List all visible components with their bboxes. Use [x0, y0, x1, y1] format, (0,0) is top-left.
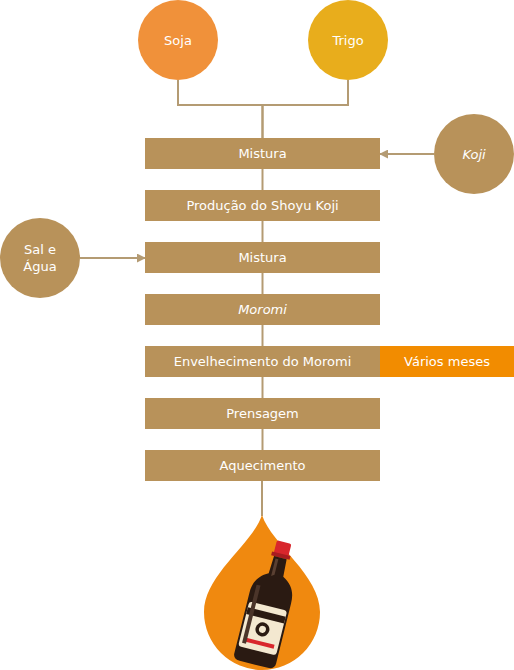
- flow-connector: [80, 257, 145, 259]
- ingredient-circle: Trigo: [308, 0, 388, 80]
- process-box: Moromi: [145, 294, 380, 325]
- soy-bottle: [233, 537, 305, 670]
- duration-tag: Vários meses: [380, 346, 514, 377]
- bottle-label-emblem: [254, 621, 271, 638]
- node-label: Vários meses: [404, 353, 490, 370]
- circle-outline: [0, 218, 80, 298]
- flow-connector: [262, 325, 264, 346]
- node-label: Sal e Água: [15, 241, 65, 275]
- node-label: Mistura: [238, 249, 286, 266]
- ingredient-circle: Sal e Água: [0, 218, 80, 298]
- flow-connector: [262, 273, 264, 294]
- flow-connector: [262, 221, 264, 242]
- circle-fill: [434, 114, 514, 194]
- process-box: Mistura: [145, 242, 380, 273]
- bottle-shine: [242, 585, 260, 644]
- node-label: Mistura: [238, 145, 286, 162]
- node-label: Soja: [164, 32, 192, 49]
- flow-connector: [262, 429, 264, 450]
- leader-line: [261, 481, 263, 516]
- flow-connector: [263, 80, 349, 138]
- node-label: Moromi: [238, 301, 287, 318]
- circle-fill: [138, 0, 218, 80]
- bottle-label-stripe: [244, 637, 275, 648]
- process-box: Mistura: [145, 138, 380, 169]
- process-box: Envelhecimento do Moromi: [145, 346, 380, 377]
- bottle-highlight: [271, 558, 278, 576]
- ingredient-circle: Soja: [138, 0, 218, 80]
- flow-connector: [262, 169, 264, 190]
- process-box: Produção do Shoyu Koji: [145, 190, 380, 221]
- circle-fill: [0, 218, 80, 298]
- process-box: Prensagem: [145, 398, 380, 429]
- ingredient-circle: Koji: [434, 114, 514, 194]
- node-label: Prensagem: [226, 405, 299, 422]
- flow-connector: [380, 153, 434, 155]
- node-label: Envelhecimento do Moromi: [174, 353, 352, 370]
- bottle-body: [233, 552, 301, 669]
- drop-shape: [204, 515, 320, 670]
- flow-connector: [262, 377, 264, 398]
- bottle-label: [238, 601, 287, 655]
- node-label: Produção do Shoyu Koji: [186, 197, 338, 214]
- flow-connector: [178, 80, 263, 138]
- process-box: Aquecimento: [145, 450, 380, 481]
- circle-fill: [308, 0, 388, 80]
- node-label: Koji: [462, 146, 485, 163]
- node-label: Trigo: [332, 32, 363, 49]
- node-label: Aquecimento: [220, 457, 306, 474]
- bottle-label-emblem-center: [258, 625, 266, 633]
